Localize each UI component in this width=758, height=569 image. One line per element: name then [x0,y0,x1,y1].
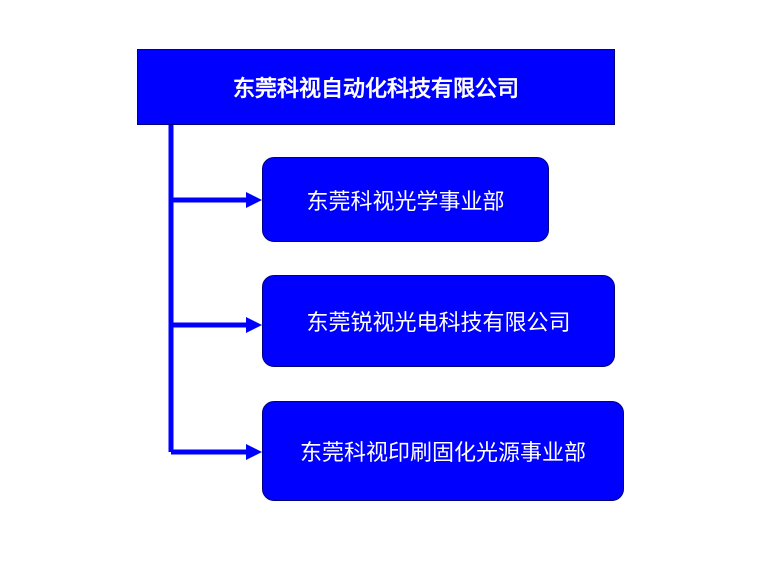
child-node-label: 东莞锐视光电科技有限公司 [306,311,571,336]
child-node-uv-curing-division: 东莞科视印刷固化光源事业部 [262,401,624,501]
child-node-optics-division: 东莞科视光学事业部 [262,157,549,242]
arrowhead-0 [246,192,262,208]
root-node: 东莞科视自动化科技有限公司 [137,49,615,125]
child-node-label: 东莞科视光学事业部 [306,189,505,215]
root-node-label: 东莞科视自动化科技有限公司 [232,77,519,102]
child-node-label: 东莞科视印刷固化光源事业部 [299,441,586,466]
child-node-ruishi-company: 东莞锐视光电科技有限公司 [262,275,615,367]
arrowhead-1 [246,317,262,333]
arrowhead-2 [246,444,262,460]
